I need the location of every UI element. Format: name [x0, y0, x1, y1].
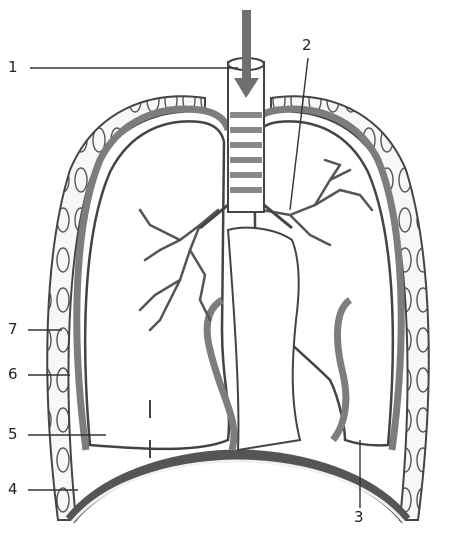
label-3: 3: [354, 510, 364, 525]
label-7: 7: [8, 322, 18, 337]
left-lung-outline: [85, 121, 229, 449]
label-4: 4: [8, 482, 18, 497]
label-6: 6: [8, 367, 18, 382]
label-5: 5: [8, 427, 18, 442]
label-2: 2: [302, 38, 312, 53]
mediastinum: [228, 228, 300, 450]
label-1: 1: [8, 60, 18, 75]
